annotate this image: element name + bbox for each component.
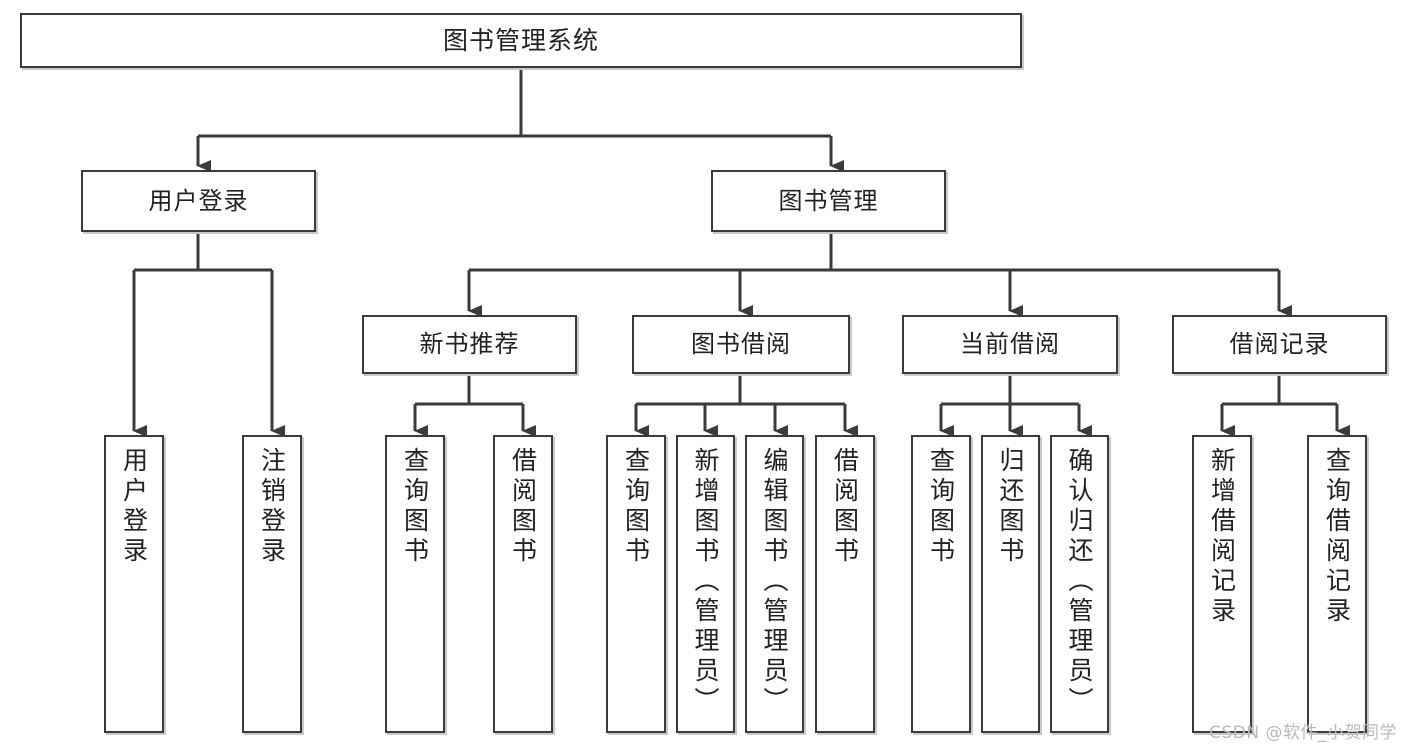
node-book-management[interactable]: 图书管理 [711, 170, 946, 232]
node-label: 注销登录 [257, 447, 287, 567]
node-new-book-recommend[interactable]: 新书推荐 [362, 315, 577, 374]
node-label: 归还图书 [996, 447, 1025, 567]
node-user-login[interactable]: 用户登录 [81, 170, 316, 232]
node-label: 借阅图书 [830, 447, 860, 567]
node-label: 查询图书 [621, 447, 651, 567]
node-label: 新增借阅记录 [1207, 447, 1237, 627]
node-label: 查询图书 [926, 447, 956, 567]
node-label: 用户登录 [148, 186, 249, 215]
node-label: 编辑图书（管理员） [760, 447, 789, 717]
leaf-borrow-edit-book-admin[interactable]: 编辑图书（管理员） [745, 435, 804, 733]
leaf-records-add-record[interactable]: 新增借阅记录 [1192, 435, 1252, 733]
node-book-management-system[interactable]: 图书管理系统 [20, 13, 1022, 68]
node-label: 图书借阅 [691, 330, 791, 359]
node-label: 借阅记录 [1229, 330, 1330, 359]
node-label: 图书管理系统 [442, 25, 599, 55]
leaf-records-query-record[interactable]: 查询借阅记录 [1307, 435, 1367, 733]
node-label: 新书推荐 [419, 330, 520, 359]
node-label: 用户登录 [119, 447, 149, 567]
leaf-current-return-book[interactable]: 归还图书 [981, 435, 1040, 733]
node-borrow-records[interactable]: 借阅记录 [1172, 315, 1387, 374]
leaf-borrow-borrow-book[interactable]: 借阅图书 [815, 435, 875, 733]
leaf-current-confirm-return-admin[interactable]: 确认归还（管理员） [1050, 435, 1109, 733]
node-current-borrow[interactable]: 当前借阅 [902, 315, 1118, 374]
leaf-user-login[interactable]: 用户登录 [104, 435, 164, 733]
node-label: 当前借阅 [960, 330, 1060, 359]
leaf-new-book-query-book[interactable]: 查询图书 [385, 435, 445, 733]
node-label: 查询图书 [400, 447, 430, 567]
leaf-borrow-add-book-admin[interactable]: 新增图书（管理员） [676, 435, 735, 733]
node-label: 新增图书（管理员） [691, 447, 720, 717]
node-label: 查询借阅记录 [1322, 447, 1352, 627]
node-label: 确认归还（管理员） [1065, 447, 1094, 717]
watermark-text: CSDN @软件_小贺同学 [1209, 723, 1397, 743]
node-book-borrow[interactable]: 图书借阅 [632, 315, 850, 374]
leaf-current-query-book[interactable]: 查询图书 [911, 435, 971, 733]
node-label: 图书管理 [778, 186, 879, 215]
leaf-borrow-query-book[interactable]: 查询图书 [606, 435, 666, 733]
leaf-new-book-borrow-book[interactable]: 借阅图书 [493, 435, 553, 733]
leaf-logout[interactable]: 注销登录 [242, 435, 302, 733]
node-label: 借阅图书 [508, 447, 538, 567]
